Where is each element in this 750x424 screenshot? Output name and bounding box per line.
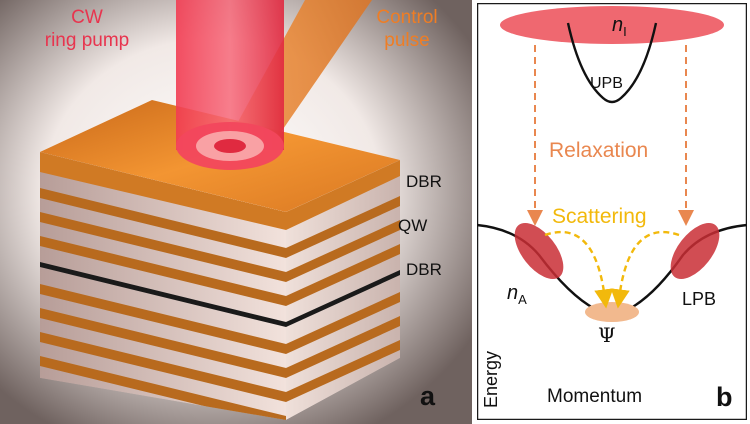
reservoir-label: nI — [612, 14, 627, 39]
qw-label: QW — [398, 216, 428, 235]
scattering-arrow-right — [610, 230, 680, 309]
reservoir-lobe-right — [670, 222, 720, 280]
condensate-label: Ψ — [598, 323, 616, 347]
dbr-bottom-label: DBR — [406, 260, 442, 279]
panel-a-letter: a — [420, 381, 436, 411]
control-pulse-label: Control pulse — [376, 7, 438, 51]
scattering-label: Scattering — [552, 205, 647, 228]
reservoir-ellipse — [500, 6, 724, 44]
lpb-label: LPB — [682, 289, 717, 309]
panel-b-frame — [477, 3, 747, 420]
panel-b: nI UPB Relaxation Scattering nA LPB Ψ En… — [477, 3, 747, 420]
reservoir-lobe-left — [514, 222, 564, 280]
pump-label: CW ring pump — [44, 7, 130, 51]
upb-label: UPB — [590, 75, 623, 92]
dbr-top-label: DBR — [406, 172, 442, 191]
sample-illustration — [0, 0, 472, 424]
panel-b-letter: b — [716, 382, 733, 412]
upper-polariton-branch — [566, 22, 658, 104]
quantum-well-layer — [40, 262, 286, 327]
side-stack — [286, 160, 400, 420]
energy-axis-label: Energy — [481, 350, 501, 408]
panel-a: CW ring pump Control pulse DBR QW DBR a — [0, 0, 472, 424]
relaxation-label: Relaxation — [549, 139, 649, 162]
lobe-label: nA — [507, 282, 527, 307]
front-stack — [40, 152, 286, 420]
momentum-axis-label: Momentum — [547, 386, 643, 407]
dispersion-diagram — [477, 3, 747, 420]
scattering-arrow-left — [544, 230, 614, 309]
condensate-spot — [585, 302, 639, 322]
